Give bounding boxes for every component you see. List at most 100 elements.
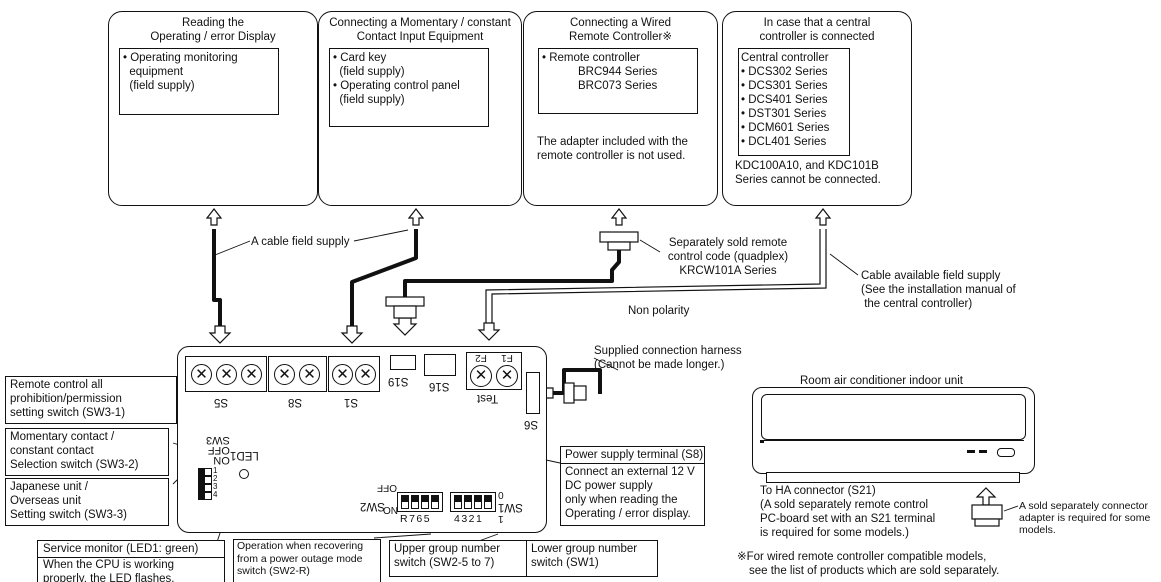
up-arrow-icon bbox=[408, 208, 424, 226]
dip-toggle[interactable] bbox=[431, 495, 439, 509]
panel-title: In case that a central bbox=[763, 17, 871, 29]
cable-reading bbox=[212, 229, 222, 326]
callout-power-supply: Power supply terminal (S8) Connect an ex… bbox=[560, 446, 705, 526]
dip-toggle[interactable] bbox=[198, 484, 212, 492]
separately-sold-label: Separately sold remote control code (qua… bbox=[667, 237, 789, 277]
screw-icon: ✕ bbox=[496, 365, 518, 387]
panel-title: Connecting a Momentary / constant bbox=[329, 17, 511, 29]
board-connector-icon bbox=[385, 296, 425, 307]
panel-list: • Card key (field supply) • Operating co… bbox=[329, 48, 489, 127]
screw-icon: ✕ bbox=[332, 364, 353, 385]
panel-central-controller: In case that a central controller is con… bbox=[722, 11, 912, 206]
terminal-block-s1: ✕ ✕ bbox=[328, 356, 380, 392]
dip-switch-sw3: 1234 bbox=[198, 466, 219, 500]
callout-remote-control-all: Remote control all prohibition/permissio… bbox=[5, 376, 177, 424]
dip-toggle[interactable] bbox=[421, 495, 429, 509]
led1-label: LED1 bbox=[230, 449, 259, 461]
terminal-block-s8: ✕ ✕ bbox=[268, 356, 327, 392]
callout-power-outage-mode: Operation when recovering from a power o… bbox=[233, 539, 381, 582]
test-label: Test bbox=[477, 392, 499, 404]
ha-connector-label: To HA connector (S21) (A sold separately… bbox=[760, 485, 936, 539]
sw1-one-label: 1 bbox=[498, 513, 504, 524]
cable-available-label: Cable available field supply (See the in… bbox=[861, 270, 1016, 310]
list-item: BRC073 Series bbox=[578, 80, 658, 92]
list-item: (field supply) bbox=[333, 66, 405, 78]
panel-note: remote controller is not used. bbox=[537, 150, 686, 162]
terminal-block-s5: ✕ ✕ ✕ bbox=[185, 356, 267, 392]
connector-s6 bbox=[526, 372, 540, 414]
led1-icon bbox=[239, 469, 249, 479]
callout-momentary-contact: Momentary contact / constant contact Sel… bbox=[5, 428, 169, 476]
dip-switch-sw2 bbox=[397, 492, 443, 512]
sw2-label: SW2 bbox=[360, 500, 385, 512]
sw2-numbers: R765 bbox=[400, 513, 432, 525]
list-item: Central controller bbox=[741, 52, 829, 64]
sw3-label: ON OFF SW3 bbox=[206, 434, 230, 466]
dip-toggle[interactable] bbox=[474, 495, 482, 509]
harness-label: Supplied connection harness (Cannot be m… bbox=[594, 345, 742, 371]
list-item: • DCM601 Series bbox=[741, 122, 830, 134]
panel-title: controller is connected bbox=[759, 31, 875, 43]
sw2-on-label: ON bbox=[383, 506, 398, 517]
panel-title: Remote Controller※ bbox=[569, 31, 672, 43]
connector-s16 bbox=[424, 354, 456, 376]
terminal-label-s5: S5 bbox=[214, 396, 229, 408]
list-item: • DCS302 Series bbox=[741, 66, 828, 78]
sw1-numbers: 4321 bbox=[454, 513, 484, 525]
dip-toggle[interactable] bbox=[454, 495, 462, 509]
down-arrow-icon bbox=[392, 317, 418, 336]
sw1-zero-label: 0 bbox=[498, 489, 504, 500]
panel-list: • Remote controller BRC944 Series BRC073… bbox=[538, 48, 698, 114]
dip-toggle[interactable] bbox=[401, 495, 409, 509]
dip-toggle[interactable] bbox=[198, 468, 212, 476]
up-arrow-icon bbox=[815, 208, 831, 226]
terminal-label-s8: S8 bbox=[288, 396, 303, 408]
list-item: equipment bbox=[123, 66, 184, 78]
connector-label-s6: S6 bbox=[524, 418, 539, 430]
screw-icon: ✕ bbox=[355, 364, 376, 385]
panel-title: Contact Input Equipment bbox=[356, 31, 484, 43]
room-ac-label: Room air conditioner indoor unit bbox=[800, 375, 964, 387]
dip-toggle[interactable] bbox=[198, 492, 212, 500]
cable-field-supply-label: A cable field supply bbox=[251, 236, 350, 248]
list-item: • DST301 Series bbox=[741, 108, 827, 120]
down-arrow-icon bbox=[477, 322, 501, 341]
screw-icon: ✕ bbox=[191, 364, 212, 385]
callout-upper-group: Upper group number switch (SW2-5 to 7) bbox=[389, 540, 527, 577]
dip-toggle[interactable] bbox=[484, 495, 492, 509]
up-arrow-icon bbox=[206, 208, 222, 226]
panel-title: Connecting a Wired bbox=[570, 17, 671, 29]
dip-toggle[interactable] bbox=[198, 476, 212, 484]
cable-harness bbox=[553, 368, 602, 395]
adapter-board: ✕ ✕ ✕ ✕ ✕ ✕ ✕ S5 S8 S1 S19 S16 F2 F1 ✕ ✕… bbox=[177, 346, 547, 533]
callout-lower-group: Lower group number switch (SW1) bbox=[526, 540, 658, 577]
dip-toggle[interactable] bbox=[464, 495, 472, 509]
footnote: ※For wired remote controller compatible … bbox=[737, 551, 1000, 577]
panel-note: The adapter included with the bbox=[537, 136, 688, 148]
test-terminal-block: F2 F1 ✕ ✕ bbox=[466, 352, 522, 390]
panel-reading-display: Reading the Operating / error Display • … bbox=[108, 11, 318, 206]
terminal-label-s1: S1 bbox=[344, 396, 359, 408]
dip-switch-sw1 bbox=[450, 492, 496, 512]
panel-list: Central controller • DCS302 Series • DCS… bbox=[738, 48, 850, 156]
dip-toggle[interactable] bbox=[411, 495, 419, 509]
list-item: BRC944 Series bbox=[578, 66, 658, 78]
list-item: • Card key bbox=[333, 52, 387, 64]
connector-label-s19: S19 bbox=[388, 375, 409, 387]
remote-connector-icon bbox=[599, 231, 639, 243]
list-item: (field supply) bbox=[333, 94, 405, 106]
f2-label: F2 bbox=[475, 352, 487, 363]
panel-momentary-contact: Connecting a Momentary / constant Contac… bbox=[318, 11, 522, 206]
adapter-label: A sold separately connector adapter is r… bbox=[1019, 500, 1151, 536]
connector-label-s16: S16 bbox=[429, 380, 450, 392]
screw-icon: ✕ bbox=[274, 364, 295, 385]
screw-icon: ✕ bbox=[216, 364, 237, 385]
up-arrow-icon bbox=[611, 208, 627, 226]
list-item: (field supply) bbox=[123, 80, 195, 92]
sw3-numbers: 1234 bbox=[213, 466, 218, 499]
panel-list: • Operating monitoring equipment (field … bbox=[119, 48, 279, 115]
callout-service-monitor: Service monitor (LED1: green) When the C… bbox=[37, 540, 225, 582]
f1-label: F1 bbox=[501, 352, 513, 363]
non-polarity-label: Non polarity bbox=[628, 305, 690, 317]
indoor-unit-flap bbox=[766, 472, 1020, 483]
